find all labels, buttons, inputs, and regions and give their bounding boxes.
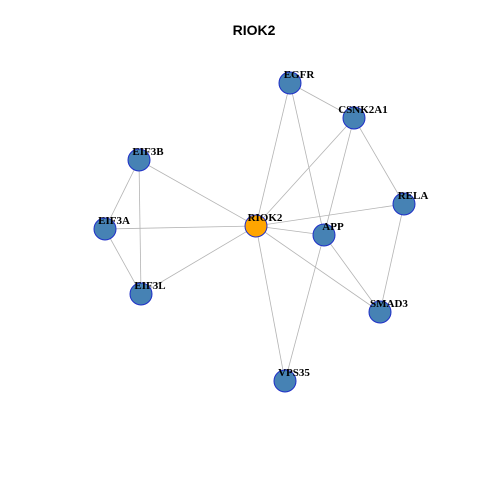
node-eif3b: EIF3B — [127, 146, 164, 172]
edge-eif3b-eif3l — [138, 159, 142, 295]
node-smad3: SMAD3 — [368, 298, 408, 324]
node-label-vps35: VPS35 — [278, 367, 310, 379]
node-label-riok2: RIOK2 — [248, 212, 283, 224]
node-label-app: APP — [322, 221, 344, 233]
edge-riok2-smad3 — [255, 225, 381, 313]
node-csnk2a1: CSNK2A1 — [338, 104, 388, 130]
edge-egfr-riok2 — [255, 82, 291, 227]
edge-eif3l-riok2 — [140, 225, 257, 295]
node-circle-csnk2a1 — [342, 106, 366, 130]
node-app: APP — [312, 221, 344, 247]
node-egfr: EGFR — [278, 69, 316, 95]
edge-egfr-app — [289, 82, 325, 236]
node-rela: RELA — [392, 190, 429, 216]
node-circle-egfr — [278, 71, 302, 95]
node-circle-riok2 — [244, 214, 268, 238]
node-label-eif3l: EIF3L — [134, 280, 165, 292]
node-riok2: RIOK2 — [244, 212, 283, 238]
edge-csnk2a1-riok2 — [255, 117, 355, 227]
edge-riok2-vps35 — [255, 225, 286, 382]
node-circle-eif3l — [129, 282, 153, 306]
edge-csnk2a1-rela — [353, 117, 405, 205]
edge-csnk2a1-app — [323, 117, 355, 236]
edge-app-smad3 — [323, 234, 381, 313]
edge-eif3b-eif3a — [104, 159, 140, 230]
edge-eif3b-riok2 — [138, 159, 257, 227]
edge-eif3a-riok2 — [104, 225, 257, 230]
edge-egfr-csnk2a1 — [289, 82, 355, 119]
node-circle-smad3 — [368, 300, 392, 324]
edge-eif3a-eif3l — [104, 228, 142, 295]
node-label-egfr: EGFR — [284, 69, 316, 81]
edge-rela-smad3 — [379, 203, 405, 313]
node-label-rela: RELA — [398, 190, 429, 202]
node-circle-rela — [392, 192, 416, 216]
node-circle-eif3a — [93, 217, 117, 241]
edge-riok2-rela — [255, 203, 405, 227]
node-circle-eif3b — [127, 148, 151, 172]
node-label-csnk2a1: CSNK2A1 — [338, 104, 388, 116]
node-circle-app — [312, 223, 336, 247]
node-vps35: VPS35 — [273, 367, 310, 393]
node-label-eif3b: EIF3B — [132, 146, 164, 158]
edge-app-vps35 — [284, 234, 325, 382]
node-eif3l: EIF3L — [129, 280, 166, 306]
node-label-smad3: SMAD3 — [370, 298, 408, 310]
node-label-eif3a: EIF3A — [98, 215, 130, 227]
diagram-title: RIOK2 — [233, 22, 276, 38]
node-circle-vps35 — [273, 369, 297, 393]
node-eif3a: EIF3A — [93, 215, 130, 241]
